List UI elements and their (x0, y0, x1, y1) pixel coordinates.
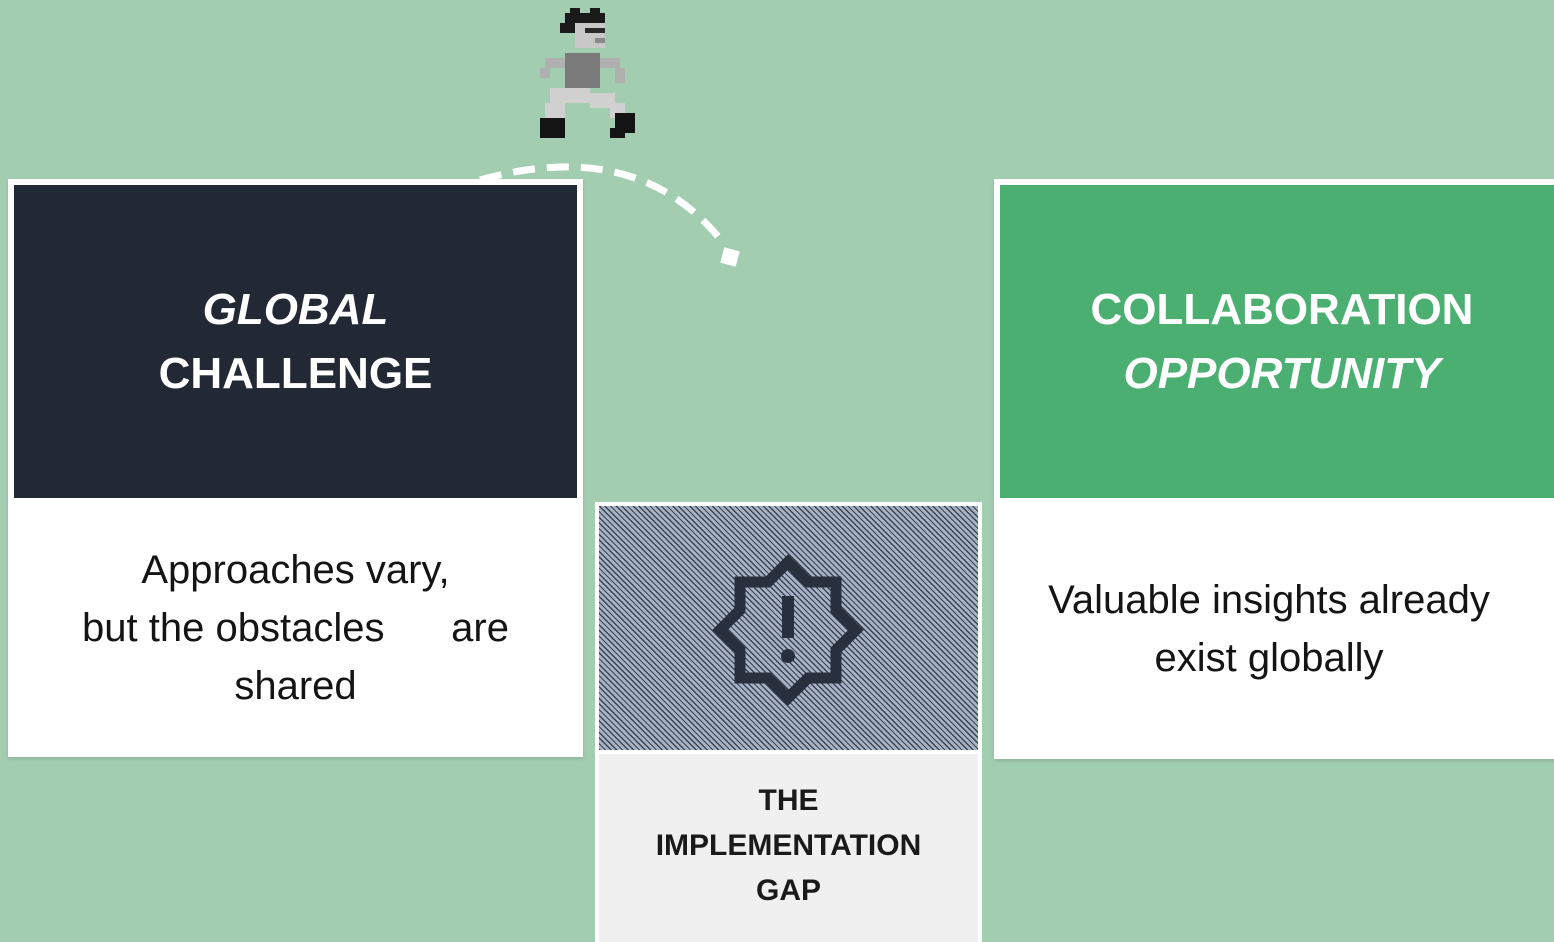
collaboration-opportunity-header: COLLABORATION OPPORTUNITY (1000, 185, 1554, 498)
implementation-gap-text: THE IMPLEMENTATION GAP (655, 784, 922, 907)
alert-badge-icon (712, 554, 864, 706)
collaboration-opportunity-card: COLLABORATION OPPORTUNITY Valuable insig… (994, 179, 1554, 759)
collaboration-opportunity-text: Valuable insights already exist globally (1048, 577, 1490, 680)
collaboration-opportunity-title-line1: COLLABORATION (1090, 284, 1474, 334)
implementation-gap-card: THE IMPLEMENTATION GAP (595, 502, 982, 942)
global-challenge-title-line2: CHALLENGE (158, 348, 433, 398)
global-challenge-body: Approaches vary, but the obstacles are s… (8, 498, 583, 757)
implementation-gap-label: THE IMPLEMENTATION GAP (599, 754, 978, 942)
collaboration-opportunity-title-line2: OPPORTUNITY (1123, 348, 1441, 398)
global-challenge-title-line1: GLOBAL (202, 284, 389, 334)
collaboration-opportunity-body: Valuable insights already exist globally (994, 498, 1554, 759)
running-person-icon (540, 8, 635, 138)
global-challenge-card: GLOBAL CHALLENGE Approaches vary, but th… (8, 179, 583, 757)
global-challenge-text: Approaches vary, but the obstacles are s… (82, 547, 509, 708)
global-challenge-header: GLOBAL CHALLENGE (14, 185, 577, 498)
jump-arc (479, 163, 740, 267)
